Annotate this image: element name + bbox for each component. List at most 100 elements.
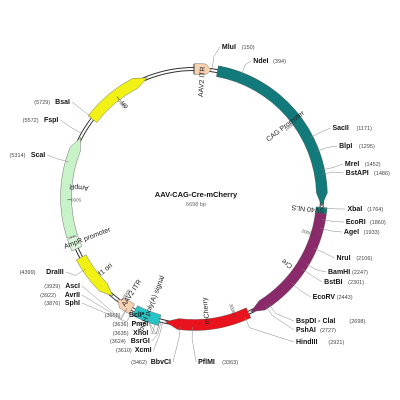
feature-mcherry[interactable] xyxy=(164,307,252,331)
site-leader xyxy=(291,282,311,298)
site-name: EcoRV xyxy=(313,294,336,301)
site-leader xyxy=(60,119,81,134)
site-scai[interactable]: ScaI(5314) xyxy=(10,152,69,163)
tick-label-4000: 4000 xyxy=(121,288,131,299)
tick-label-1000: 1000 xyxy=(283,122,294,132)
tick-mark-4000 xyxy=(121,297,124,301)
feature-label-ampr: AmpR xyxy=(69,182,89,191)
site-name: AgeI xyxy=(344,229,359,236)
site-bstbi[interactable]: BstBI(2301) xyxy=(302,268,364,286)
feature-aav2-itr-top[interactable] xyxy=(194,63,212,76)
tick-mark-1000 xyxy=(293,121,297,125)
site-bsai[interactable]: BsaI(5729) xyxy=(34,99,92,118)
site-bspdi-clai[interactable]: BspDI - ClaI (2698) xyxy=(268,303,366,325)
feature-aav2-itr-bottom[interactable] xyxy=(117,298,135,314)
site-pos: (2698) xyxy=(349,319,365,325)
site-pos: (150) xyxy=(242,45,255,51)
site-leader xyxy=(146,314,157,334)
site-pos: (1860) xyxy=(370,220,386,226)
site-blpi[interactable]: BlpI(1295) xyxy=(315,143,375,152)
site-leader xyxy=(302,268,323,283)
site-mlui[interactable]: MluI(150) xyxy=(211,44,255,69)
site-fspi[interactable]: FspI(5572) xyxy=(23,117,81,134)
site-pos: (5572) xyxy=(23,118,39,124)
site-name: BsaI xyxy=(55,99,70,106)
sites-layer: MluI(150)NdeI(394) SacII (1171) BlpI(1295) M… xyxy=(10,44,391,366)
site-ndei[interactable]: NdeI(394) xyxy=(240,58,286,76)
plasmid-size: 6698 bp xyxy=(186,202,206,208)
site-bbvci[interactable]: BbvCI (3462) xyxy=(131,326,181,366)
site-bstapi[interactable]: BstAPI(1486) xyxy=(321,170,390,177)
site-pos: (3363) xyxy=(222,360,238,366)
site-pos: (3462) xyxy=(131,360,147,366)
site-pos: (2247) xyxy=(352,270,368,276)
site-pos: (1452) xyxy=(365,162,381,168)
site-bsrgi[interactable]: BsrGI(3624) xyxy=(110,322,162,345)
feature-label-f1-ori: f1 ori xyxy=(98,262,115,278)
site-name: ScaI xyxy=(31,152,45,159)
site-name: XbaI xyxy=(347,206,362,213)
site-pflmi[interactable]: PflMI(3363) xyxy=(191,326,238,366)
site-leader xyxy=(323,207,346,210)
site-leader xyxy=(191,326,197,363)
feature-label-aav2-itr-top: AAV2 ITR xyxy=(198,66,207,97)
site-xcmi[interactable]: XcmI(3610) xyxy=(116,323,163,354)
site-pos: (1486) xyxy=(374,171,390,177)
site-name: HindIII xyxy=(296,339,317,346)
tick-label-6000: 6000 xyxy=(117,98,127,109)
site-leader xyxy=(151,322,162,342)
site-draiii[interactable]: DraIII(4399) xyxy=(20,268,86,276)
site-leader xyxy=(81,285,127,319)
site-pos: (3635) xyxy=(113,331,129,337)
site-name: PshAI xyxy=(296,327,316,334)
site-leader xyxy=(244,316,295,343)
site-pmei[interactable]: PmeI(3636) xyxy=(113,321,160,335)
site-name: EcoRI xyxy=(346,219,366,226)
site-pos: (3929) xyxy=(44,284,60,290)
site-pos: (2301) xyxy=(348,280,364,286)
feature-f1-ori[interactable] xyxy=(76,254,114,297)
site-leader xyxy=(153,323,163,351)
site-leader xyxy=(313,247,335,259)
feature-label-ori: ori xyxy=(119,99,130,110)
feature-ori[interactable] xyxy=(87,77,148,123)
site-bamhi[interactable]: BamHI(2247) xyxy=(305,263,368,276)
site-avrii[interactable]: AvrII(3922) xyxy=(40,292,128,320)
site-sacii[interactable]: SacII (1171) xyxy=(309,125,372,139)
site-xbai[interactable]: XbaI(1764) xyxy=(323,206,384,213)
tick-label-3000: 3000 xyxy=(228,303,236,315)
site-name: BclI* xyxy=(129,312,145,319)
site-name: SacII xyxy=(332,125,348,132)
site-agei[interactable]: AgeI (1933) xyxy=(320,227,380,236)
site-pos: (1171) xyxy=(356,126,372,132)
site-sphi[interactable]: SphI(3876) xyxy=(44,300,133,323)
feature-label-cre: Cre xyxy=(281,257,294,269)
site-pos: (1933) xyxy=(364,230,380,236)
site-name: AvrII xyxy=(65,292,80,299)
site-leader xyxy=(321,163,344,171)
site-name: BspDI - ClaI xyxy=(296,318,335,325)
site-leader xyxy=(47,154,69,163)
site-pos: (2443) xyxy=(337,295,353,301)
site-name: DraIII xyxy=(46,269,64,276)
site-leader xyxy=(265,305,295,331)
site-leader xyxy=(172,326,181,363)
site-nrui[interactable]: NruI(2106) xyxy=(313,247,372,262)
feature-label-sv40-nls: SV40 NLS xyxy=(291,203,325,213)
site-leader xyxy=(81,294,128,320)
site-ecori[interactable]: EcoRI (1860) xyxy=(321,219,386,226)
site-pshai[interactable]: PshAI(2727) xyxy=(265,305,336,334)
site-ecorv[interactable]: EcoRV(2443) xyxy=(291,282,353,301)
site-mrei[interactable]: MreI(1452) xyxy=(321,161,381,171)
feature-ampr-promoter[interactable] xyxy=(67,235,83,252)
site-pos: (3876) xyxy=(44,301,60,307)
feature-cre[interactable] xyxy=(250,212,327,313)
site-leader xyxy=(315,145,338,152)
site-pos: (3636) xyxy=(113,322,129,328)
site-leader xyxy=(150,322,160,335)
site-pos: (1295) xyxy=(359,144,375,150)
site-name: BbvCI xyxy=(151,359,171,366)
site-asci[interactable]: AscI(3929) xyxy=(44,283,127,319)
site-hindiii[interactable]: HindIII(2921) xyxy=(244,316,345,346)
